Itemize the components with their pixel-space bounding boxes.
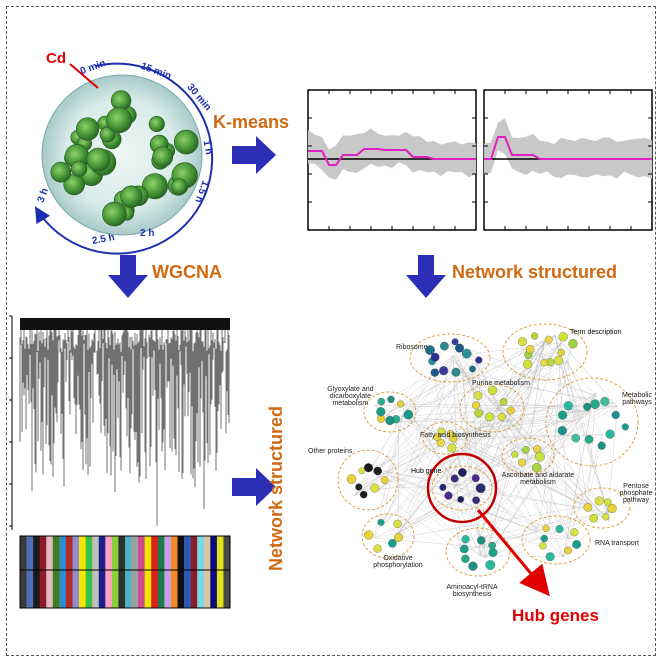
cluster-label: Aminoacyl-tRNA biosynthesis	[446, 584, 498, 598]
cluster-pentose	[573, 487, 631, 529]
algae-cell	[120, 185, 143, 208]
cluster-label: Ascorbate and aldarate metabolism	[501, 472, 575, 486]
time-point-label: 1 h	[200, 139, 214, 156]
algae-cell	[86, 147, 111, 172]
algae-cell	[171, 178, 188, 195]
cd-label: Cd	[46, 50, 66, 67]
cluster-label: Fatty acid biosynthesis	[420, 432, 491, 439]
arrow-down-right	[406, 255, 446, 298]
cd-arrow	[69, 63, 99, 89]
hub-gene-label: Hub gene	[411, 468, 442, 475]
algae-cell	[99, 126, 116, 143]
cluster-fatty	[422, 421, 468, 455]
hub-genes-label: Hub genes	[512, 606, 599, 625]
algae-cell	[141, 173, 168, 200]
term-description-label: Term description	[570, 329, 622, 336]
cluster-other	[337, 449, 399, 511]
hub-genes-arrow	[476, 509, 550, 597]
algae-cell	[70, 160, 88, 177]
kmeans-label: K-means	[213, 112, 290, 132]
timeline-arc	[34, 62, 214, 255]
kmeans-plot-1	[307, 89, 477, 231]
algae-cell	[106, 107, 133, 134]
network-structured-label: Network structured	[452, 262, 618, 282]
cluster-metabolic	[545, 377, 639, 467]
algae-cell	[173, 129, 199, 155]
algae-cell	[152, 146, 174, 168]
arrow-right-bottom	[232, 468, 276, 506]
wgcna-label: WGCNA	[152, 262, 222, 282]
cluster-ascorbate	[501, 437, 555, 475]
arrow-down-left	[108, 255, 148, 298]
cluster-oxidative	[361, 513, 415, 559]
cluster-label: Other proteins	[308, 448, 353, 455]
network-structured-vertical-label: Network structured	[266, 405, 287, 572]
cluster-label: Pentose phosphate pathway	[619, 483, 653, 504]
cluster-hub	[431, 465, 493, 511]
arrow-right-top	[232, 136, 276, 174]
module-color-bar	[19, 535, 231, 609]
cluster-term	[502, 323, 588, 381]
cluster-glyoxylate	[363, 391, 417, 433]
algae-cell	[148, 116, 165, 133]
cluster-label: Metabolic pathways	[622, 392, 652, 406]
algae-cell	[50, 161, 72, 183]
wgcna-dendrogram	[9, 315, 230, 530]
cell-culture-image	[41, 74, 203, 236]
network-graph	[337, 323, 639, 597]
cluster-purine	[459, 383, 525, 433]
cluster-aminoacyl	[445, 527, 511, 577]
cluster-ribosome	[409, 333, 491, 383]
cluster-label: Oxidative phosphorylation	[373, 555, 423, 569]
figure-frame	[6, 6, 656, 656]
algae-cell	[102, 201, 127, 227]
hub-gene-circle	[426, 452, 498, 524]
cluster-label: Glyoxylate and dicarboxylate metabolism	[327, 386, 374, 407]
cluster-rna	[521, 515, 591, 565]
kmeans-plot-2	[483, 89, 653, 231]
cluster-label: Purine metabolism	[472, 380, 530, 387]
algae-cell	[75, 117, 100, 141]
time-point-label: 2 h	[140, 228, 155, 239]
cluster-label: RNA transport	[595, 540, 639, 547]
cluster-label: Ribosome	[396, 344, 428, 351]
